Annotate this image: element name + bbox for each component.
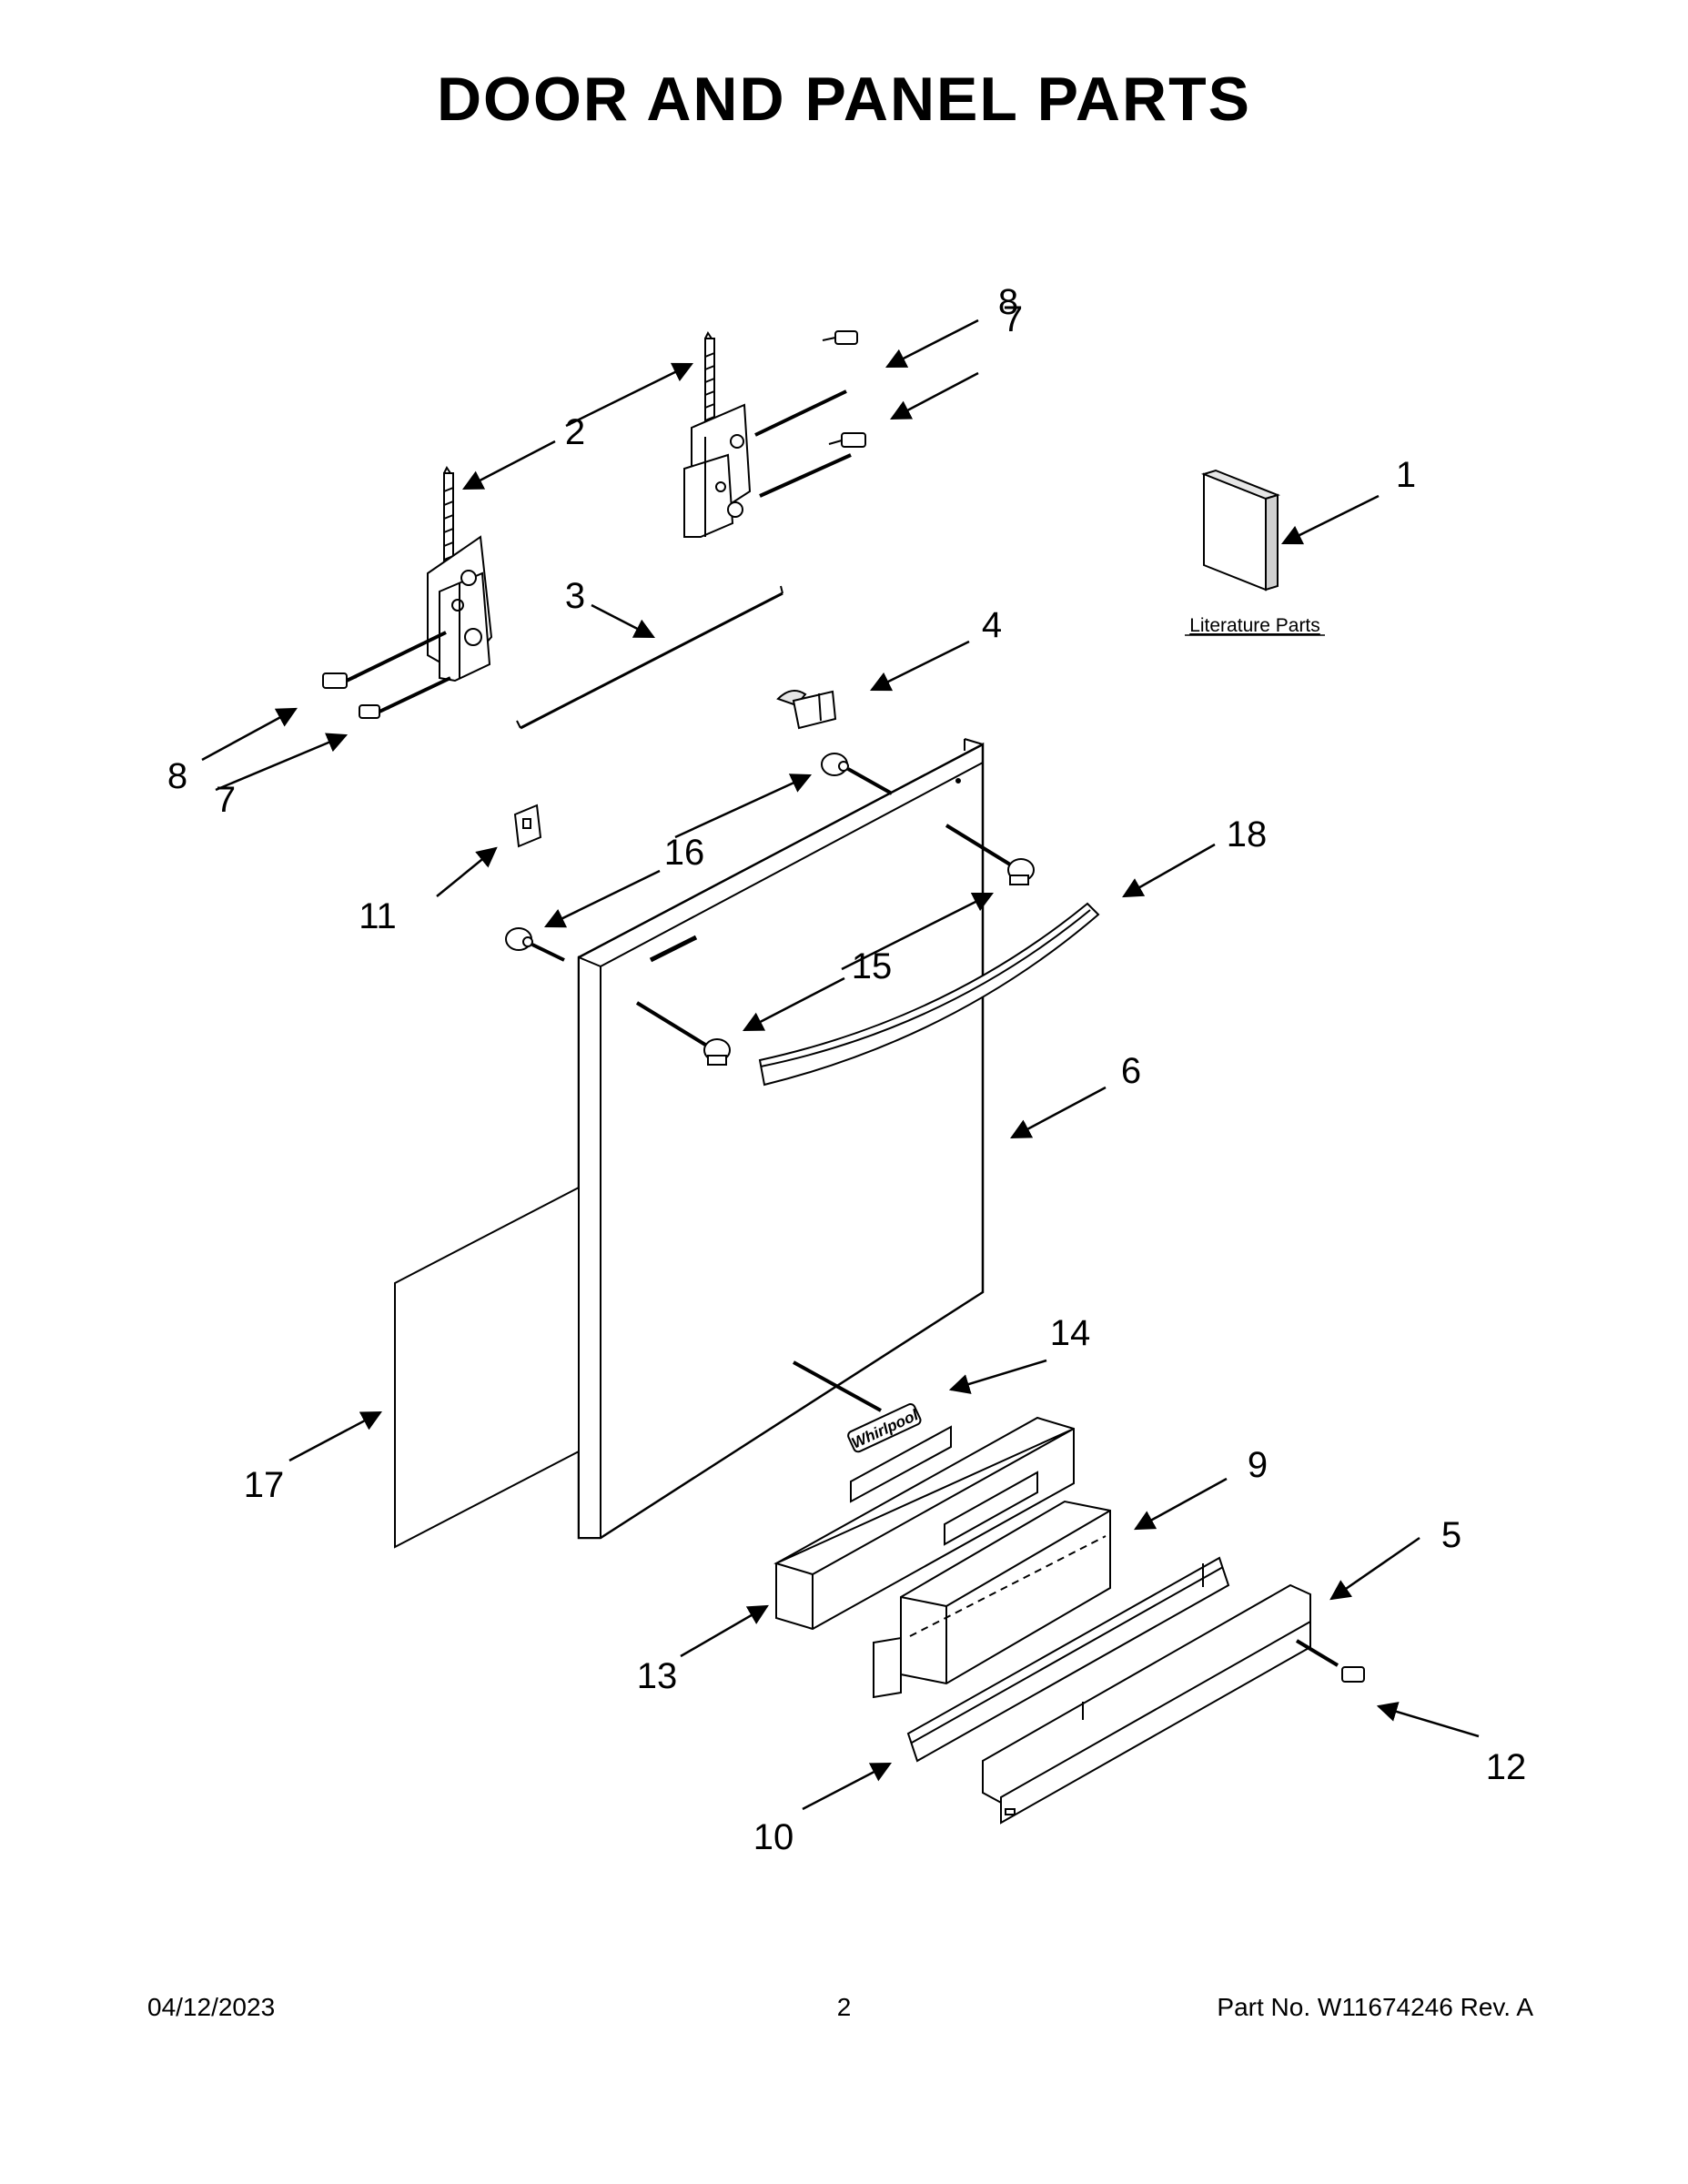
door-panel xyxy=(577,738,985,1540)
hinge-screw-right-upper xyxy=(822,330,858,345)
callout-2: 2 xyxy=(565,412,585,452)
callout-7-left: 7 xyxy=(216,780,236,820)
vent-rod xyxy=(516,585,783,730)
panel-sheet xyxy=(394,1186,580,1549)
hinge-right xyxy=(683,331,752,538)
callout-7-right: 7 xyxy=(1003,299,1023,339)
footer-page-number: 2 xyxy=(836,1993,852,2021)
callout-14: 14 xyxy=(1050,1313,1091,1353)
callout-1: 1 xyxy=(1396,455,1416,495)
callout-16: 16 xyxy=(664,833,705,873)
literature-booklet xyxy=(1200,469,1281,592)
toe-panel-insulation xyxy=(873,1500,1111,1699)
footer-part-number: Part No. W11674246 Rev. A xyxy=(1217,1993,1533,2021)
leader-arrows xyxy=(201,318,1480,1811)
callout-15: 15 xyxy=(852,946,893,986)
door-catch xyxy=(776,690,837,730)
door-bumper-lower xyxy=(505,927,565,962)
callout-8-right: 8 xyxy=(998,282,1018,322)
toe-panel-screw xyxy=(1295,1639,1365,1683)
callout-18: 18 xyxy=(1227,814,1268,854)
handle-mount-right xyxy=(945,824,1035,885)
toe-panel-bracket xyxy=(906,1556,1230,1763)
handle-mount-left xyxy=(635,1001,731,1066)
callout-4: 4 xyxy=(982,605,1002,645)
callout-11: 11 xyxy=(359,896,397,936)
door-latch-clip xyxy=(513,804,542,848)
callout-10: 10 xyxy=(753,1817,794,1857)
callout-6: 6 xyxy=(1121,1051,1141,1091)
door-handle xyxy=(758,902,1100,1087)
callout-13: 13 xyxy=(637,1656,678,1696)
hinge-left xyxy=(427,466,493,682)
callout-3: 3 xyxy=(565,576,585,616)
hinge-screw-left-upper xyxy=(322,672,358,689)
callout-8-left: 8 xyxy=(167,756,187,796)
toe-panel xyxy=(982,1583,1311,1825)
callout-9: 9 xyxy=(1248,1445,1268,1485)
callout-17: 17 xyxy=(244,1465,285,1505)
page-title: DOOR AND PANEL PARTS xyxy=(436,65,1252,134)
footer-date: 04/12/2023 xyxy=(147,1993,276,2021)
callout-12: 12 xyxy=(1486,1747,1527,1787)
literature-parts-label: Literature Parts xyxy=(1189,615,1320,636)
hinge-screw-right-lower xyxy=(828,432,866,448)
door-bumper-upper xyxy=(821,753,893,795)
kick-plate-foam xyxy=(773,1416,1075,1631)
callout-5: 5 xyxy=(1441,1515,1461,1555)
